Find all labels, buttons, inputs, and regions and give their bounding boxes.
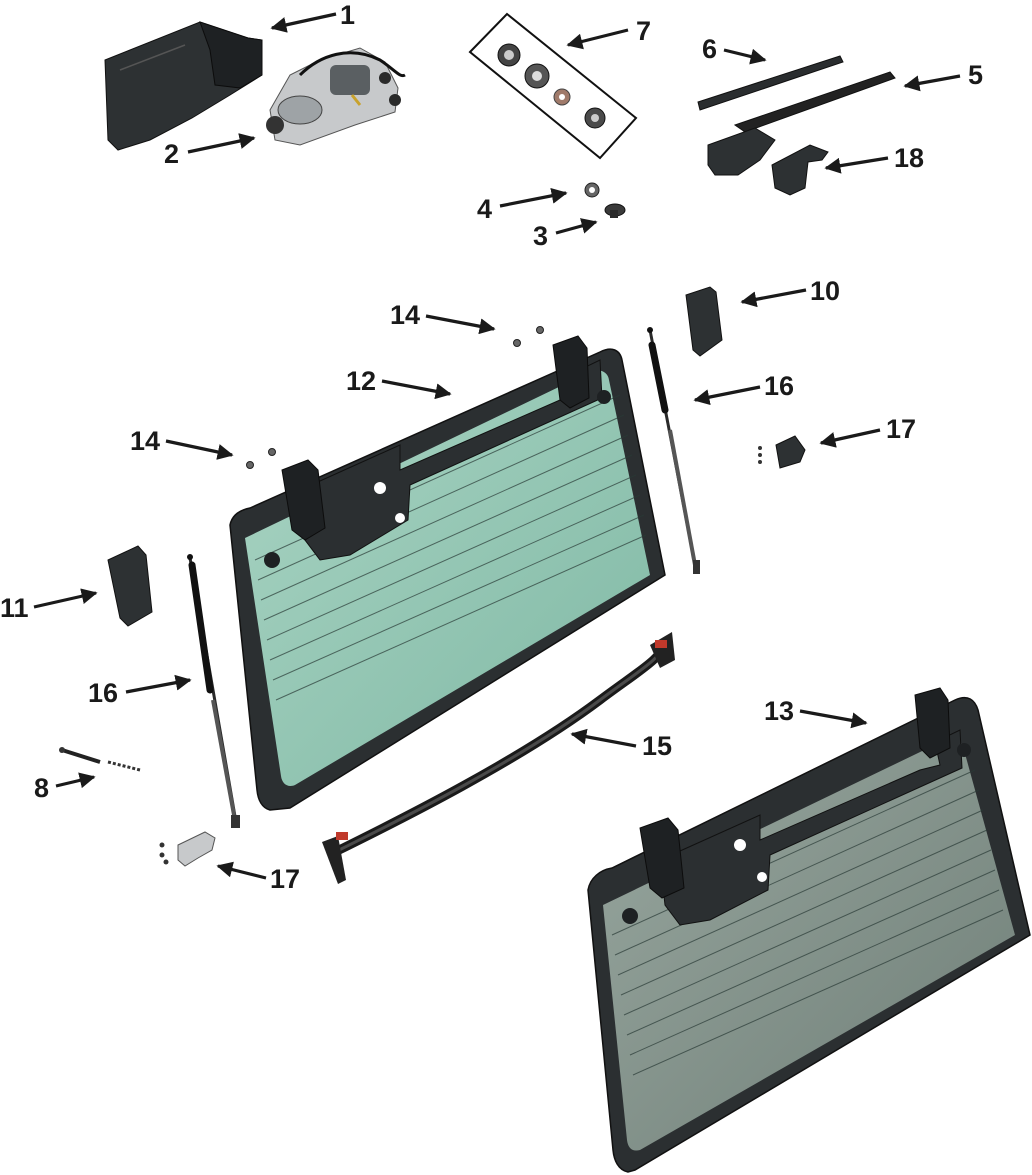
- arrow-8: [55, 772, 96, 789]
- part-17-bracket-right: [758, 435, 806, 469]
- part-17-bracket-left: [159, 831, 216, 867]
- arrow-16a: [693, 385, 761, 406]
- callout-17b: 17: [270, 864, 300, 894]
- callout-5: 5: [968, 60, 983, 90]
- arrow-13: [799, 709, 868, 729]
- part-6-wiper-blade: [697, 55, 844, 111]
- arrow-10: [740, 288, 807, 308]
- callout-14a: 14: [390, 300, 420, 330]
- arrow-4: [499, 187, 568, 208]
- arrow-14b: [165, 439, 234, 460]
- callout-12: 12: [346, 366, 376, 396]
- part-15-weatherstrip: [322, 632, 675, 884]
- arrow-1: [270, 12, 337, 33]
- callout-4: 4: [477, 194, 492, 224]
- part-5-wiper-arm: [707, 71, 896, 176]
- arrow-6: [723, 48, 767, 65]
- part-10-hinge-cover-right: [685, 286, 723, 357]
- part-8-release-linkage: [59, 747, 141, 772]
- part-16-lift-support-right: [647, 327, 700, 574]
- callout-17a: 17: [886, 414, 916, 444]
- callout-16a: 16: [764, 371, 794, 401]
- part-18-arm-cap: [771, 144, 829, 196]
- part-13-liftgate-glass-dark: [587, 687, 1031, 1173]
- arrow-14a: [425, 314, 496, 335]
- callout-16b: 16: [88, 678, 118, 708]
- part-3-nut: [604, 203, 626, 218]
- part-16-lift-support-left: [187, 554, 240, 828]
- part-14-screws-upper: [513, 326, 544, 347]
- callout-8: 8: [34, 773, 49, 803]
- callout-7: 7: [636, 16, 651, 46]
- callout-1: 1: [340, 0, 355, 30]
- arrow-5: [903, 74, 961, 92]
- callout-15: 15: [642, 731, 672, 761]
- callout-18: 18: [894, 143, 924, 173]
- arrow-17a: [819, 428, 881, 448]
- arrow-17b: [216, 861, 267, 880]
- part-12-liftgate-glass-tinted: [229, 335, 666, 811]
- part-14-screws-lower: [246, 448, 276, 469]
- callout-11: 11: [0, 593, 29, 623]
- part-2-wiper-motor: [266, 47, 406, 146]
- arrow-18: [824, 156, 889, 174]
- callout-13: 13: [764, 696, 794, 726]
- arrow-11: [33, 588, 98, 609]
- callout-2: 2: [164, 139, 179, 169]
- callout-arrows: [33, 12, 961, 880]
- part-1-wiper-motor-cover: [104, 21, 263, 151]
- arrow-7: [566, 28, 629, 50]
- arrow-2: [187, 133, 256, 154]
- arrow-3: [555, 218, 598, 235]
- part-7-seal-kit: [468, 12, 638, 160]
- arrow-16b: [125, 674, 192, 694]
- part-4-washer: [584, 182, 600, 198]
- callout-3: 3: [533, 221, 548, 251]
- arrow-12: [381, 379, 452, 400]
- callout-labels: 1 2 7 6 5 18 4 3 10 14 12 16 17 14 11 16…: [0, 0, 983, 894]
- arrow-15: [570, 728, 637, 748]
- callout-14b: 14: [130, 426, 160, 456]
- callout-6: 6: [702, 34, 717, 64]
- part-11-hinge-cover-left: [107, 545, 153, 627]
- callout-10: 10: [810, 276, 840, 306]
